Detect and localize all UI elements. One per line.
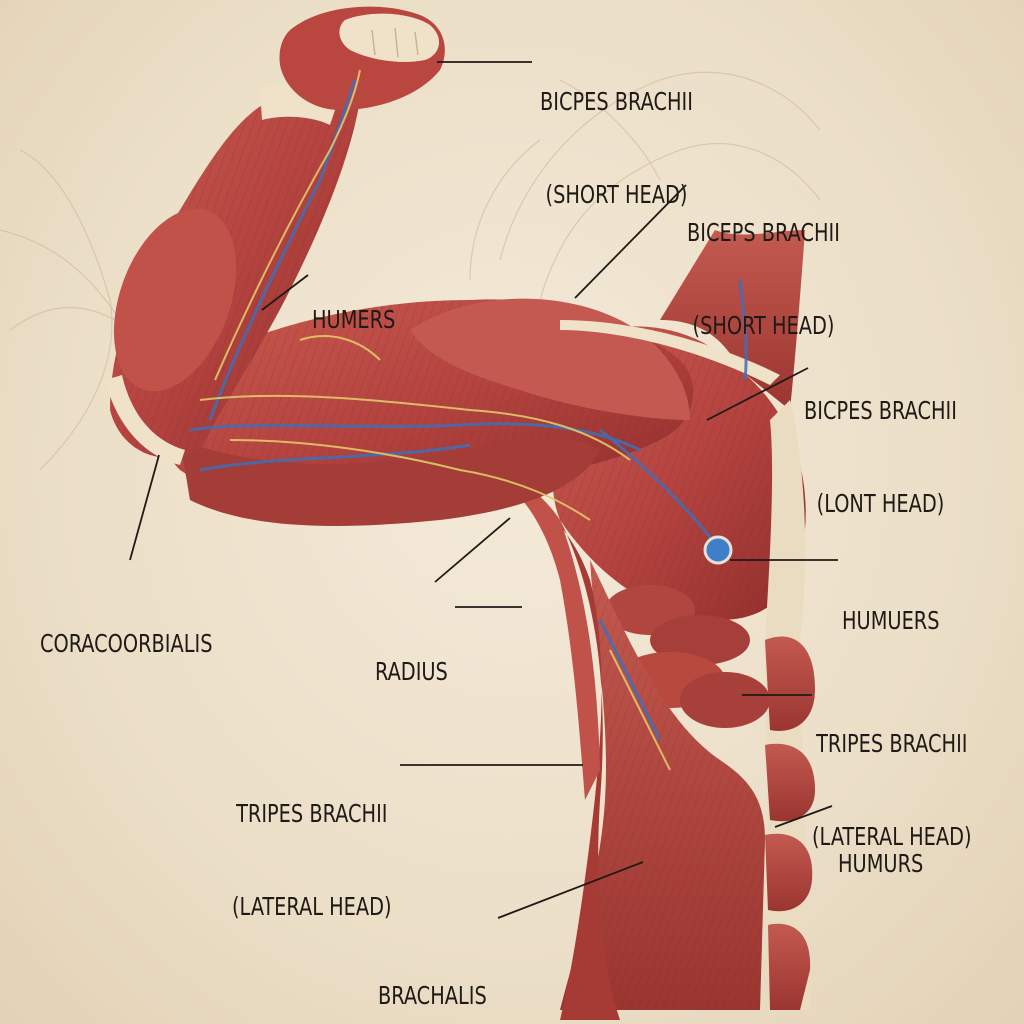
- label-tripes-left: TRIPES BRACHII (LATERAL HEAD): [232, 736, 392, 953]
- label-humers: HUMERS: [312, 242, 395, 366]
- fist: [279, 6, 445, 110]
- label-line-1: HUMURS: [838, 849, 924, 878]
- leader-biceps-short-head-mid: [574, 184, 687, 299]
- nerves: [199, 69, 671, 771]
- label-line-1: CORACOORBIALIS: [40, 629, 213, 658]
- leader-humurs: [774, 805, 833, 828]
- leader-coracoorbialis: [129, 454, 160, 561]
- label-biceps-short-head-mid: BICEPS BRACHII (SHORT HEAD): [687, 155, 840, 372]
- label-brachalis: BRACHALIS: [378, 918, 487, 1024]
- leader-biceps-long-head: [706, 367, 809, 421]
- veins: [189, 79, 748, 741]
- leader-lines: [129, 61, 838, 919]
- label-line-2: (LATERAL HEAD): [812, 822, 972, 851]
- label-line-1: RADIUS: [375, 657, 448, 686]
- triceps-muscle: [180, 438, 600, 526]
- label-line-1: TRIPES BRACHII: [236, 799, 388, 828]
- background-sketch: [0, 71, 821, 471]
- forearm: [105, 81, 360, 465]
- leader-radius-upper: [434, 517, 511, 583]
- label-biceps-short-head-top: BICPES BRACHII (SHORT HEAD): [540, 24, 693, 241]
- lymph-node-dot: [703, 535, 733, 565]
- knuckles: [339, 13, 440, 62]
- label-line-2: (SHORT HEAD): [692, 311, 835, 340]
- elbow-tendon: [105, 375, 185, 465]
- label-line-1: BICEPS BRACHII: [687, 218, 840, 247]
- label-biceps-long-head: BICPES BRACHII (LONT HEAD): [804, 333, 957, 550]
- label-line-1: HUMERS: [312, 305, 396, 334]
- label-line-1: BICPES BRACHII: [540, 87, 693, 116]
- label-humurs: HUMURS: [838, 786, 923, 910]
- label-tripes-right: TRIPES BRACHII (LATERAL HEAD): [812, 666, 972, 883]
- abdominal-muscles: [765, 636, 815, 1010]
- leader-humers: [261, 274, 309, 311]
- label-line-1: HUMUERS: [842, 606, 940, 635]
- leader-brachalis: [497, 861, 644, 919]
- label-humuers: HUMUERS: [842, 543, 940, 667]
- label-line-2: (LATERAL HEAD): [232, 892, 392, 921]
- label-line-2: (SHORT HEAD): [545, 180, 688, 209]
- label-line-1: BICPES BRACHII: [804, 396, 957, 425]
- upper-arm: [162, 298, 780, 526]
- trapezius-muscle: [660, 230, 805, 410]
- label-line-2: (LONT HEAD): [816, 489, 945, 518]
- label-coracoorbialis: CORACOORBIALIS: [40, 566, 212, 690]
- label-line-1: TRIPES BRACHII: [816, 729, 968, 758]
- label-radius: RADIUS: [375, 594, 448, 718]
- label-line-1: BRACHALIS: [378, 981, 487, 1010]
